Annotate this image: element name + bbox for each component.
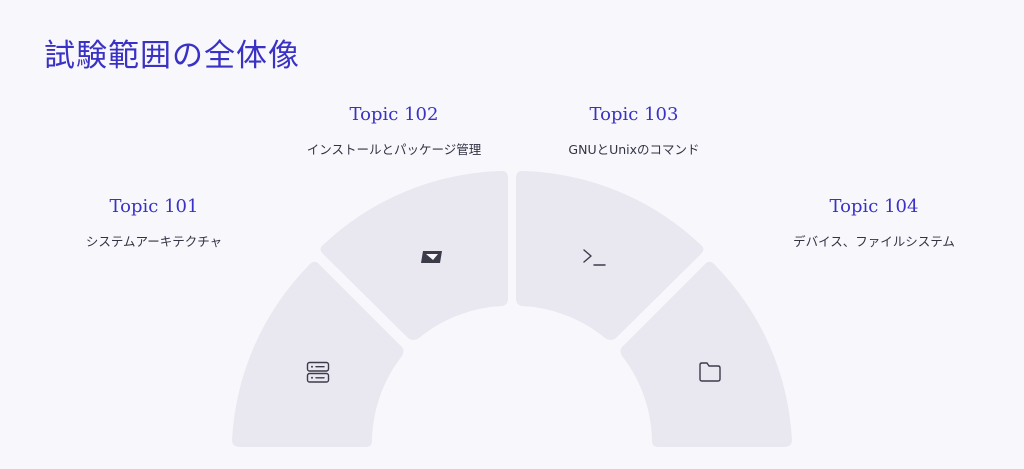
topic-102-label: Topic 102 インストールとパッケージ管理 [264,104,524,158]
segment-topic-103 [516,170,704,340]
server-icon [306,361,330,383]
topic-102-description: インストールとパッケージ管理 [306,142,482,157]
topic-103-name: Topic 103 [589,104,679,125]
topic-103-description: GNUとUnixのコマンド [568,142,700,157]
topic-101-label: Topic 101 システムアーキテクチャ [24,196,284,250]
segment-topic-102 [320,170,508,340]
topic-104-description: デバイス、ファイルシステム [793,234,955,249]
segment-topic-104 [620,261,792,447]
topic-101-description: システムアーキテクチャ [85,234,223,249]
topic-103-label: Topic 103 GNUとUnixのコマンド [504,104,764,158]
page-title: 試験範囲の全体像 [44,38,300,74]
package-icon [421,251,442,263]
topic-102-name: Topic 102 [349,104,439,125]
terminal-icon [583,249,606,266]
segment-topic-101 [232,261,404,447]
topic-101-name: Topic 101 [109,196,199,217]
folder-icon [699,362,721,382]
topic-104-label: Topic 104 デバイス、ファイルシステム [744,196,1004,250]
topic-104-name: Topic 104 [829,196,919,217]
